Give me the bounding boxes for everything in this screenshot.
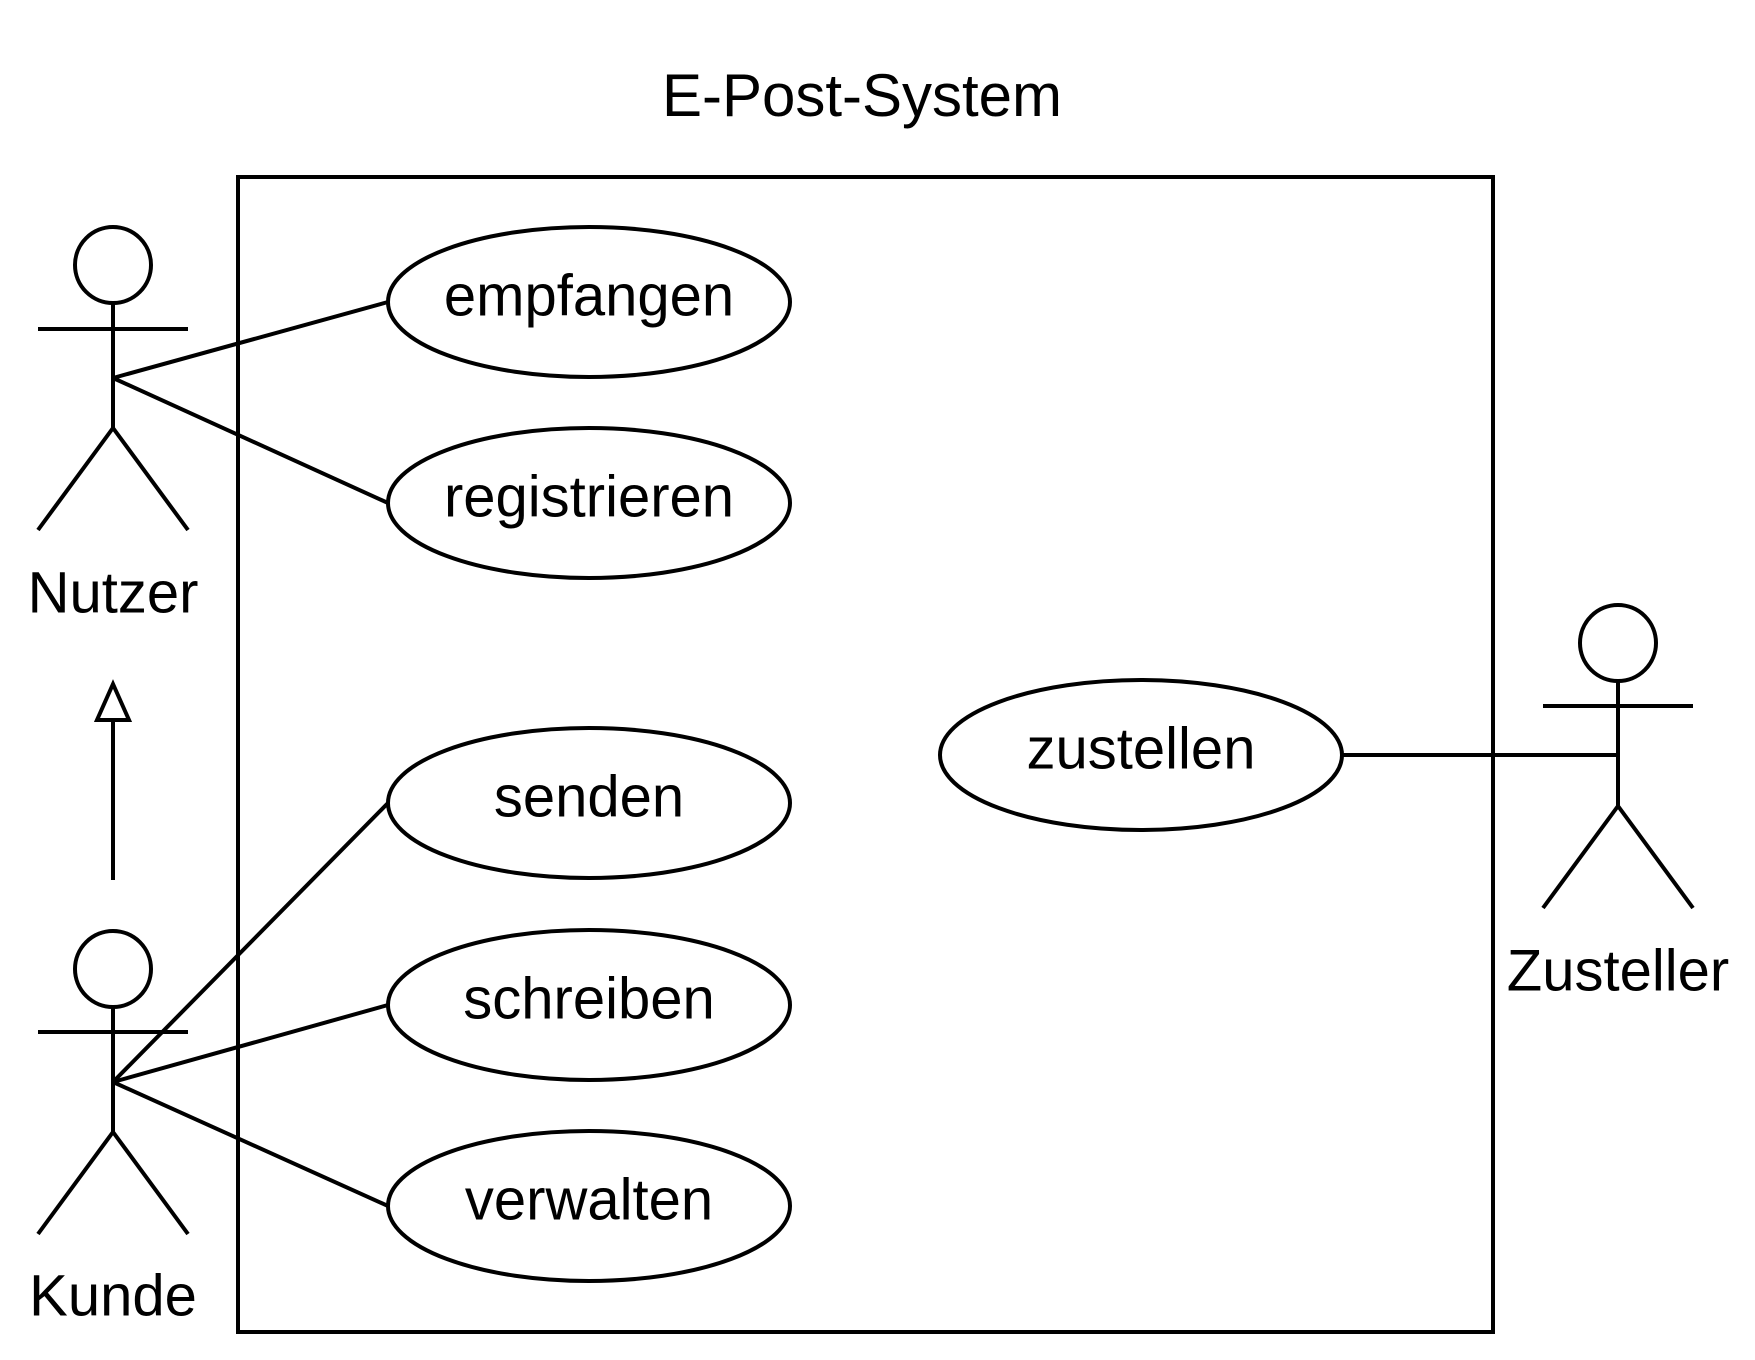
stick-figure-icon (36, 225, 190, 532)
generalization-arrow (93, 679, 133, 880)
association-kunde-schreiben (112, 1003, 389, 1084)
use-case-label: verwalten (465, 1167, 713, 1232)
use-case-ellipse (386, 1129, 792, 1283)
actor-zusteller[interactable]: Zusteller (1507, 603, 1729, 1003)
actor-label: Zusteller (1507, 938, 1729, 1003)
use-case-label: empfangen (444, 263, 734, 328)
use-case-registrieren[interactable]: registrieren (386, 426, 792, 580)
use-case-label: zustellen (1027, 716, 1256, 781)
use-case-ellipse (938, 678, 1344, 832)
association-kunde-senden (111, 801, 390, 1084)
use-case-verwalten[interactable]: verwalten (386, 1129, 792, 1283)
system-title: E-Post-System (662, 62, 1062, 129)
use-case-ellipse (386, 928, 792, 1082)
association-nutzer-empfangen (112, 300, 389, 380)
use-case-zustellen[interactable]: zustellen (938, 678, 1344, 832)
stick-figure-icon (36, 929, 190, 1236)
generalization-arrowhead (93, 679, 133, 722)
use-case-label: schreiben (463, 966, 714, 1031)
use-case-schreiben[interactable]: schreiben (386, 928, 792, 1082)
association-kunde-verwalten (112, 1080, 389, 1208)
actor-label: Kunde (29, 1263, 197, 1328)
association-nutzer-registrieren (112, 376, 389, 505)
use-case-ellipse (386, 726, 792, 880)
use-case-ellipse (386, 225, 792, 379)
stick-figure-icon (1541, 603, 1695, 910)
use-case-empfangen[interactable]: empfangen (386, 225, 792, 379)
use-case-label: senden (494, 764, 684, 829)
actor-nutzer[interactable]: Nutzer (28, 225, 199, 625)
use-case-label: registrieren (444, 464, 734, 529)
use-case-ellipse (386, 426, 792, 580)
use-case-senden[interactable]: senden (386, 726, 792, 880)
actor-kunde[interactable]: Kunde (29, 929, 197, 1328)
actor-label: Nutzer (28, 560, 199, 625)
